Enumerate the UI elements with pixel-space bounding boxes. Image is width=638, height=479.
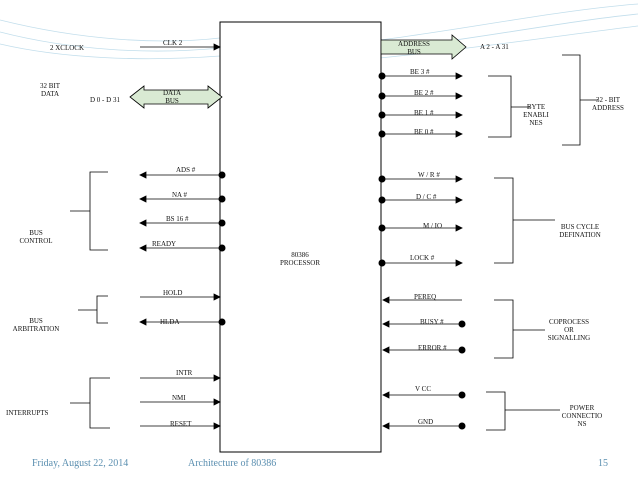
footer-page-number: 15: [598, 458, 608, 469]
signal-be2: BE 2 #: [414, 89, 434, 97]
coprocessor-line1: COPROCESS: [548, 318, 590, 326]
address-bus-arrow: [380, 34, 467, 60]
processor-label: 80386 PROCESSOR: [270, 251, 330, 267]
bus-arbitration-label: BUS ARBITRATION: [4, 317, 68, 333]
signal-bs16: BS 16 #: [166, 215, 189, 223]
coprocessor-line2: OR: [564, 326, 574, 334]
left-signal-lines: [139, 43, 222, 430]
data-pins-label: D 0 - D 31: [90, 96, 120, 104]
right-pin-dots: [378, 72, 466, 430]
signal-error: ERROR #: [418, 344, 447, 352]
bus-arbitration-line2: ARBITRATION: [12, 325, 60, 333]
interrupts-label: INTERRUPTS: [6, 409, 49, 417]
processor-model: 80386: [291, 251, 309, 259]
coprocessor-label: COPROCESS OR SIGNALLING: [540, 318, 598, 342]
power-line2: CONNECTIO: [561, 412, 603, 420]
left-pin-dots: [218, 171, 226, 326]
signal-vcc: V CC: [415, 385, 432, 393]
signal-na: NA #: [172, 191, 187, 199]
signal-ads: ADS #: [176, 166, 196, 174]
signal-reset: RESET: [170, 420, 192, 428]
byte-enables-line1: BYTE: [526, 103, 546, 111]
signal-address-bus: ADDRESS BUS: [386, 40, 442, 56]
clock-group-label: 2 XCLOCK: [50, 44, 85, 52]
signal-hlda: HLDA: [160, 318, 180, 326]
bus-cycle-label: BUS CYCLE DEFINATION: [552, 223, 608, 239]
signal-clk: CLK 2: [163, 39, 183, 47]
signal-intr: INTR: [176, 369, 193, 377]
data-group-line1: 32 BIT: [39, 82, 61, 90]
signal-pereq: PEREQ: [414, 293, 437, 301]
bus-control-line1: BUS: [29, 229, 43, 237]
processor-word: PROCESSOR: [279, 259, 321, 267]
bus-control-line2: CONTROL: [19, 237, 53, 245]
signal-be1: BE 1 #: [414, 109, 434, 117]
signal-ready: READY: [152, 240, 177, 248]
footer-title: Architecture of 80386: [188, 458, 277, 469]
signal-nmi: NMI: [172, 394, 186, 402]
signal-mio: M / IO: [423, 222, 443, 230]
data-bus-arrow: [129, 85, 223, 109]
address-bus-line2: BUS: [407, 48, 421, 56]
byte-enables-label: BYTE ENABLI NES: [518, 103, 554, 127]
bus-arbitration-line1: BUS: [29, 317, 43, 325]
address-32bit-line2: ADDRESS: [592, 104, 624, 112]
byte-enables-line2: ENABLI: [523, 111, 549, 119]
bus-control-label: BUS CONTROL: [8, 229, 64, 245]
data-group-line2: DATA: [40, 90, 60, 98]
right-signal-lines: [381, 72, 463, 430]
data-bus-line2: BUS: [165, 97, 179, 105]
data-group-label: 32 BIT DATA: [30, 82, 70, 98]
signal-gnd: GND: [418, 418, 434, 426]
signal-lock: LOCK #: [410, 254, 435, 262]
bus-cycle-line1: BUS CYCLE: [560, 223, 600, 231]
footer-date: Friday, August 22, 2014: [32, 458, 129, 469]
coprocessor-line3: SIGNALLING: [547, 334, 591, 342]
signal-be0: BE 0 #: [414, 128, 434, 136]
address-bus-line1: ADDRESS: [398, 40, 430, 48]
address-32bit-line1: 32 - BIT: [595, 96, 621, 104]
signal-data-bus: DATA BUS: [152, 89, 192, 105]
address-pins-label: A 2 - A 31: [480, 43, 509, 51]
byte-enables-line3: NES: [529, 119, 543, 127]
bus-cycle-line2: DEFINATION: [559, 231, 601, 239]
signal-wr: W / R #: [418, 171, 440, 179]
signal-hold: HOLD: [163, 289, 183, 297]
signal-be3: BE 3 #: [410, 68, 430, 76]
data-bus-line1: DATA: [162, 89, 182, 97]
processor-block: [219, 21, 382, 453]
left-brackets: [70, 171, 110, 429]
address-32bit-label: 32 - BIT ADDRESS: [582, 96, 634, 112]
signal-busy: BUSY #: [420, 318, 444, 326]
signal-dc: D / C #: [416, 193, 437, 201]
power-line3: NS: [577, 420, 587, 428]
power-line1: POWER: [569, 404, 595, 412]
right-brackets: [486, 54, 598, 431]
power-label: POWER CONNECTIO NS: [554, 404, 610, 428]
